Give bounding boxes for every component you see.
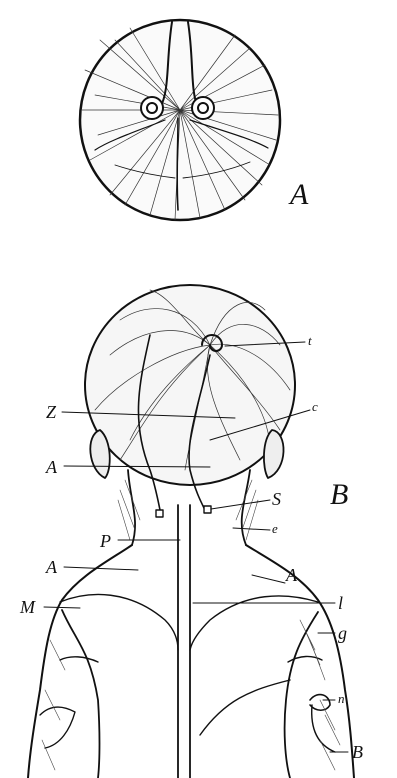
head-outline-a <box>80 20 280 220</box>
label-s: S <box>272 490 281 508</box>
panel-a-head-top-view <box>80 20 280 220</box>
label-t: t <box>308 334 312 347</box>
label-l: l <box>338 594 343 612</box>
label-a-neck: A <box>46 458 57 476</box>
label-g: g <box>338 624 347 642</box>
label-b-arm: B <box>352 743 363 761</box>
label-e: e <box>272 522 278 535</box>
label-n: n <box>338 692 345 705</box>
panel-a-letter: A <box>290 180 308 210</box>
label-a-right-shoulder: A <box>286 566 297 584</box>
label-z: Z <box>46 403 56 421</box>
panel-b-back-view <box>28 285 354 778</box>
panel-b-letter: B <box>330 480 348 510</box>
label-c: c <box>312 400 318 413</box>
label-a-left-shoulder: A <box>46 558 57 576</box>
label-p: P <box>100 532 111 550</box>
label-m: M <box>20 598 35 616</box>
